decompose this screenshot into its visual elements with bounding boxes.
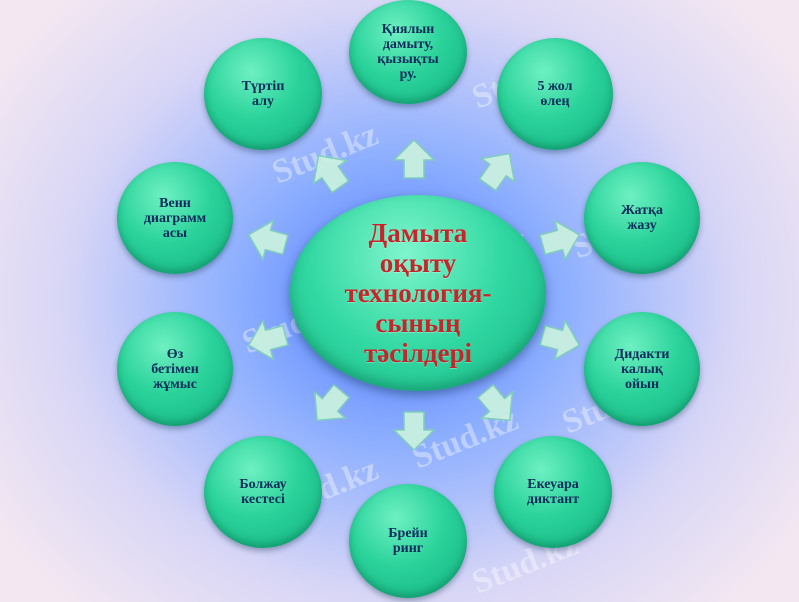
arrow-9 <box>312 154 350 194</box>
node-label: Венн диаграмм асы <box>143 195 207 241</box>
node-note-taking: Түртіп алу <box>204 38 322 150</box>
node-brain-ring: Брейн ринг <box>349 484 467 598</box>
arrow-3 <box>539 318 581 361</box>
arrow-5 <box>392 411 436 452</box>
node-label: Болжау кестесі <box>239 477 287 507</box>
node-label: Өз бетімен жұмыс <box>151 346 199 392</box>
node-5-line-poem: 5 жол өлең <box>497 38 613 150</box>
node-imagination: Қиялын дамыту, қызықты ру. <box>349 0 467 104</box>
arrow-8 <box>247 219 289 262</box>
node-independent-work: Өз бетімен жұмыс <box>117 312 233 426</box>
node-label: 5 жол өлең <box>537 79 573 109</box>
arrow-7 <box>247 318 289 361</box>
node-label: Дидакти калық ойын <box>614 346 670 392</box>
node-venn-diagram: Венн диаграмм асы <box>117 162 233 274</box>
node-label: Түртіп алу <box>241 79 285 109</box>
node-didactic-game: Дидакти калық ойын <box>584 312 700 426</box>
node-label: Жатқа жазу <box>620 203 664 233</box>
arrow-1 <box>478 152 516 192</box>
arrow-2 <box>539 219 581 262</box>
arrow-4 <box>476 383 514 422</box>
node-pair-dictation: Екеуара диктант <box>494 436 612 548</box>
node-memorize-writing: Жатқа жазу <box>584 162 700 274</box>
center-topic-label: Дамыта оқыту технология- сының тәсілдері <box>344 218 492 368</box>
node-prediction-table: Болжау кестесі <box>204 436 322 548</box>
node-label: Брейн ринг <box>388 526 428 556</box>
center-topic: Дамыта оқыту технология- сының тәсілдері <box>290 195 546 391</box>
node-label: Қиялын дамыту, қызықты ру. <box>377 22 439 82</box>
node-label: Екеуара диктант <box>526 477 580 507</box>
arrow-6 <box>313 383 351 422</box>
arrow-0 <box>392 138 436 179</box>
